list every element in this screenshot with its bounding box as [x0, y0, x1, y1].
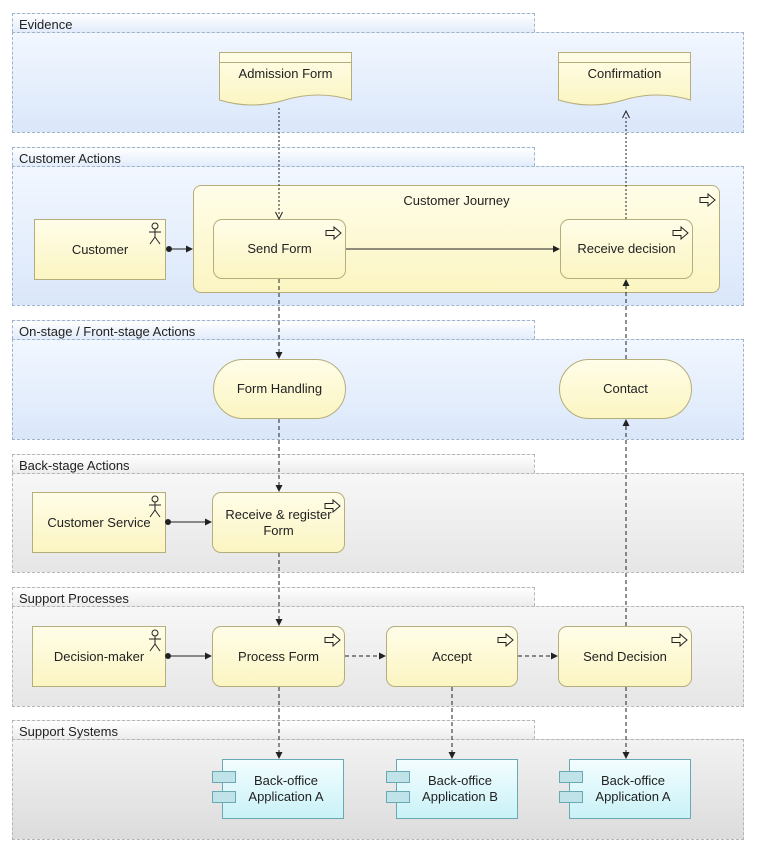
component-tab-icon [212, 791, 236, 803]
process-arrow-icon [672, 226, 689, 240]
receive-decision-process: Receive decision [560, 219, 693, 279]
serving-connector-app-a2 [622, 687, 630, 759]
confirmation-shape [558, 52, 691, 106]
component-tab-icon [386, 771, 410, 783]
triggering-connector-journey [346, 245, 560, 253]
process-arrow-icon [324, 499, 341, 513]
flow-connector-process-form [275, 553, 283, 626]
component-tab-icon [386, 791, 410, 803]
form-handling-label: Form Handling [236, 381, 323, 396]
serving-connector-app-b [448, 687, 456, 759]
access-connector-confirmation [622, 109, 630, 219]
confirmation-label: Confirmation [587, 66, 662, 81]
lane-customer-actions-label: Customer Actions [12, 147, 535, 166]
process-arrow-icon [699, 193, 716, 207]
contact-service: Contact [559, 359, 692, 419]
back-office-app-a-label: Back-office Application A [248, 773, 324, 804]
contact-label: Contact [603, 381, 648, 396]
process-arrow-icon [325, 226, 342, 240]
component-tab-icon [559, 771, 583, 783]
decision-maker-label: Decision-maker [53, 648, 145, 664]
back-office-app-b-component: Back-office Application B [396, 759, 518, 819]
receive-register-process: Receive & register Form [212, 492, 345, 553]
customer-actor-label: Customer [71, 241, 129, 257]
form-handling-service: Form Handling [213, 359, 346, 419]
admission-form-shape [219, 52, 352, 106]
send-form-process: Send Form [213, 219, 346, 279]
customer-service-actor: Customer Service [32, 492, 166, 553]
access-connector-admission [275, 108, 283, 221]
accept-label: Accept [432, 648, 472, 664]
back-office-app-b-label: Back-office Application B [422, 773, 498, 804]
lane-support-processes-label: Support Processes [12, 587, 535, 606]
assignment-connector-customer [166, 245, 193, 253]
flow-connector-receive-decision [622, 279, 630, 359]
back-office-app-a2-component: Back-office Application A [569, 759, 691, 819]
assignment-connector-customer-service [165, 518, 212, 526]
actor-icon [149, 495, 161, 518]
serving-connector-app-a [275, 687, 283, 759]
actor-icon [149, 222, 161, 245]
component-tab-icon [559, 791, 583, 803]
flow-connector-send-decision [518, 652, 558, 660]
send-form-label: Send Form [247, 241, 312, 256]
process-form-label: Process Form [238, 648, 319, 664]
lane-front-stage-label: On-stage / Front-stage Actions [12, 320, 535, 339]
process-form-process: Process Form [212, 626, 345, 687]
back-office-app-a-component: Back-office Application A [222, 759, 344, 819]
decision-maker-actor: Decision-maker [32, 626, 166, 687]
receive-decision-label: Receive decision [577, 241, 676, 256]
flow-connector-form-handling [275, 279, 283, 359]
customer-service-label: Customer Service [47, 514, 151, 530]
customer-journey-title: Customer Journey [403, 193, 510, 208]
customer-actor: Customer [34, 219, 166, 280]
lane-back-stage-label: Back-stage Actions [12, 454, 535, 473]
admission-form-label: Admission Form [238, 66, 333, 81]
actor-icon [149, 629, 161, 652]
lane-support-systems-label: Support Systems [12, 720, 535, 739]
lane-evidence-label: Evidence [12, 13, 535, 32]
receive-register-label: Receive & register Form [225, 506, 332, 538]
back-office-app-a2-label: Back-office Application A [595, 773, 671, 804]
process-arrow-icon [497, 633, 514, 647]
send-decision-process: Send Decision [558, 626, 692, 687]
assignment-connector-decision-maker [165, 652, 212, 660]
send-decision-label: Send Decision [583, 648, 667, 664]
flow-connector-accept [345, 652, 386, 660]
process-arrow-icon [671, 633, 688, 647]
accept-process: Accept [386, 626, 518, 687]
flow-connector-receive-register [275, 419, 283, 492]
flow-connector-contact [622, 419, 630, 626]
process-arrow-icon [324, 633, 341, 647]
component-tab-icon [212, 771, 236, 783]
